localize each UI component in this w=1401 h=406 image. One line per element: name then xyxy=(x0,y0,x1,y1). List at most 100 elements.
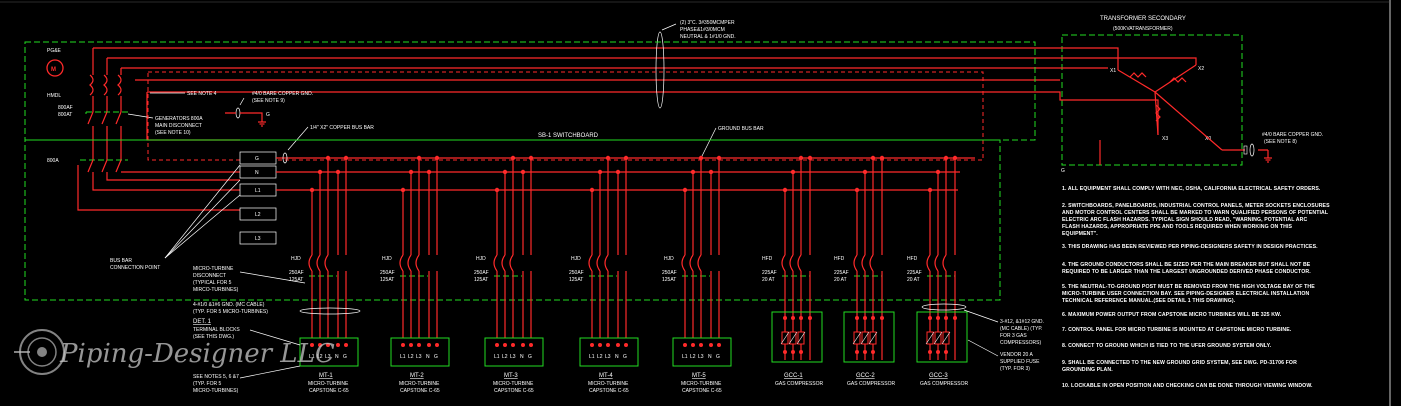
bus-tap-dot xyxy=(317,169,323,175)
terminal-label: N xyxy=(426,354,430,360)
bus-tap-dot xyxy=(782,187,788,193)
terminal-block xyxy=(672,337,732,367)
turbine-name: MT-1 xyxy=(319,373,333,379)
feeder-at: 20 AT xyxy=(907,277,920,283)
terminal-block xyxy=(390,337,450,367)
compressor-desc: GAS COMPRESSOR xyxy=(847,381,895,387)
fuse-slash xyxy=(933,331,943,345)
terminal-block xyxy=(484,337,544,367)
lower-left-labels: 4-#1/0 &1#6 GND. (MC CABLE) (TYP. FOR 5 … xyxy=(193,302,361,394)
feeder-neutral-link xyxy=(147,91,1159,135)
panel-dot xyxy=(855,316,859,320)
gen-disconnect-l1: GENERATORS 800A xyxy=(155,116,203,122)
terminal-dot xyxy=(344,343,348,347)
panel-dot xyxy=(783,316,787,320)
terminal-dot xyxy=(495,343,499,347)
vendor-l1: VENDOR 20 A xyxy=(1000,352,1033,358)
panel-dot xyxy=(871,316,875,320)
bare-copper-right-l1: #4/0 BARE COPPER GND. xyxy=(1262,132,1323,138)
breaker-arc xyxy=(604,254,609,272)
breaker-arc xyxy=(942,254,947,272)
ground-bus-marker xyxy=(282,152,288,164)
bus-tap-dot xyxy=(862,169,868,175)
compressor-desc: GAS COMPRESSOR xyxy=(920,381,968,387)
terminal-dot xyxy=(590,343,594,347)
feeder-at: 125AT xyxy=(569,277,583,283)
feeder-tag: HFD xyxy=(834,256,845,262)
terminal-dot xyxy=(699,343,703,347)
vendor-l3: (TYP. FOR 3) xyxy=(1000,366,1030,372)
turbine-desc1: MICRO-TURBINE xyxy=(399,381,440,387)
breaker-arc xyxy=(316,254,321,272)
terminal-x3: X3 xyxy=(1162,136,1168,142)
breaker-arc xyxy=(324,254,329,272)
main-af: 800AF xyxy=(58,105,73,111)
cable-note-line1: (2) 3"C. 3#350MCMPER xyxy=(680,20,735,26)
bus-tap-dot xyxy=(494,187,500,193)
bus-tap-dot xyxy=(790,169,796,175)
compressor-desc: GAS COMPRESSOR xyxy=(775,381,823,387)
bus-tap-dot xyxy=(798,155,804,161)
gas-cable-l3: FOR 3 GAS xyxy=(1000,333,1027,339)
terminal-label: L2 xyxy=(502,354,508,360)
note-line: REQUIRED TO BE LARGER THAN THE LARGEST U… xyxy=(1062,269,1311,275)
company-logo: Piping-Designer LLC xyxy=(14,329,335,375)
fuse-slash xyxy=(860,331,870,345)
terminal-label: N xyxy=(708,354,712,360)
gas-cable-l4: COMPRESSORS) xyxy=(1000,340,1041,346)
det1-l1: TERMINAL BLOCKS xyxy=(193,327,240,333)
terminal-label: N xyxy=(520,354,524,360)
breaker-arc xyxy=(509,254,514,272)
transformer-subtitle: (500KVATRANSFORMER) xyxy=(1113,26,1173,32)
feeder-tag: HJD xyxy=(571,256,581,262)
terminal-dot xyxy=(624,343,628,347)
terminal-label: L1 xyxy=(309,354,315,360)
feeder-at: 125AT xyxy=(289,277,303,283)
panel-dot xyxy=(953,316,957,320)
breaker-arc xyxy=(869,254,874,272)
hmdl-label: HMDL xyxy=(47,93,61,99)
bus-label-l3: L3 xyxy=(255,236,261,242)
utility-service: PG&E M HMDL 800AF 800AT 800A xyxy=(46,48,240,211)
feeder-at: 20 AT xyxy=(762,277,775,283)
bus-label-g: G xyxy=(255,156,259,162)
note-line: 5. THE NEUTRAL-TO-GROUND POST MUST BE RE… xyxy=(1062,284,1315,290)
panel-dot xyxy=(928,350,932,354)
terminal-dot xyxy=(691,343,695,347)
note-line: 4. THE GROUND CONDUCTORS SHALL BE SIZED … xyxy=(1062,262,1311,268)
breaker-arc xyxy=(681,254,686,272)
feeder-af: 250AF xyxy=(662,270,677,276)
terminal-label: L2 xyxy=(317,354,323,360)
terminal-dot xyxy=(435,343,439,347)
compressor-name: GCC-2 xyxy=(856,373,875,379)
turbine-desc1: MICRO-TURBINE xyxy=(681,381,722,387)
bus-tap-dot xyxy=(335,169,341,175)
terminal-x2: X2 xyxy=(1198,66,1204,72)
terminal-label: L2 xyxy=(408,354,414,360)
bus-tap-dot xyxy=(325,155,331,161)
compressor-name: GCC-1 xyxy=(784,373,803,379)
panel-dot xyxy=(791,316,795,320)
terminal-dot xyxy=(503,343,507,347)
feeder-af: 225AF xyxy=(762,270,777,276)
feeder-af: 250AF xyxy=(474,270,489,276)
breaker-arc xyxy=(781,254,786,272)
see-notes-l1: SEE NOTES 5, 6 &7 xyxy=(193,374,239,380)
transformer-secondary: TRANSFORMER SECONDARY (500KVATRANSFORMER… xyxy=(1061,16,1243,174)
micro-turbine-disc-l4: MIRCO-TURBINES) xyxy=(193,287,239,293)
gas-cable-l2: (MC CABLE) (TYP. xyxy=(1000,326,1042,332)
bus-tap-dot xyxy=(426,169,432,175)
bare-copper-l1: #4/0 BARE COPPER GND. xyxy=(252,91,313,97)
fuse-slash xyxy=(780,331,790,345)
bus-tap-dot xyxy=(615,169,621,175)
bus-tap-dot xyxy=(510,155,516,161)
see-note4: SEE NOTE 4 xyxy=(187,91,217,97)
terminal-dot xyxy=(683,343,687,347)
bus-tap-dot xyxy=(502,169,508,175)
winding-x3 xyxy=(1155,104,1161,122)
terminal-label: N xyxy=(615,354,619,360)
transformer-ground-g: G xyxy=(1061,168,1065,174)
